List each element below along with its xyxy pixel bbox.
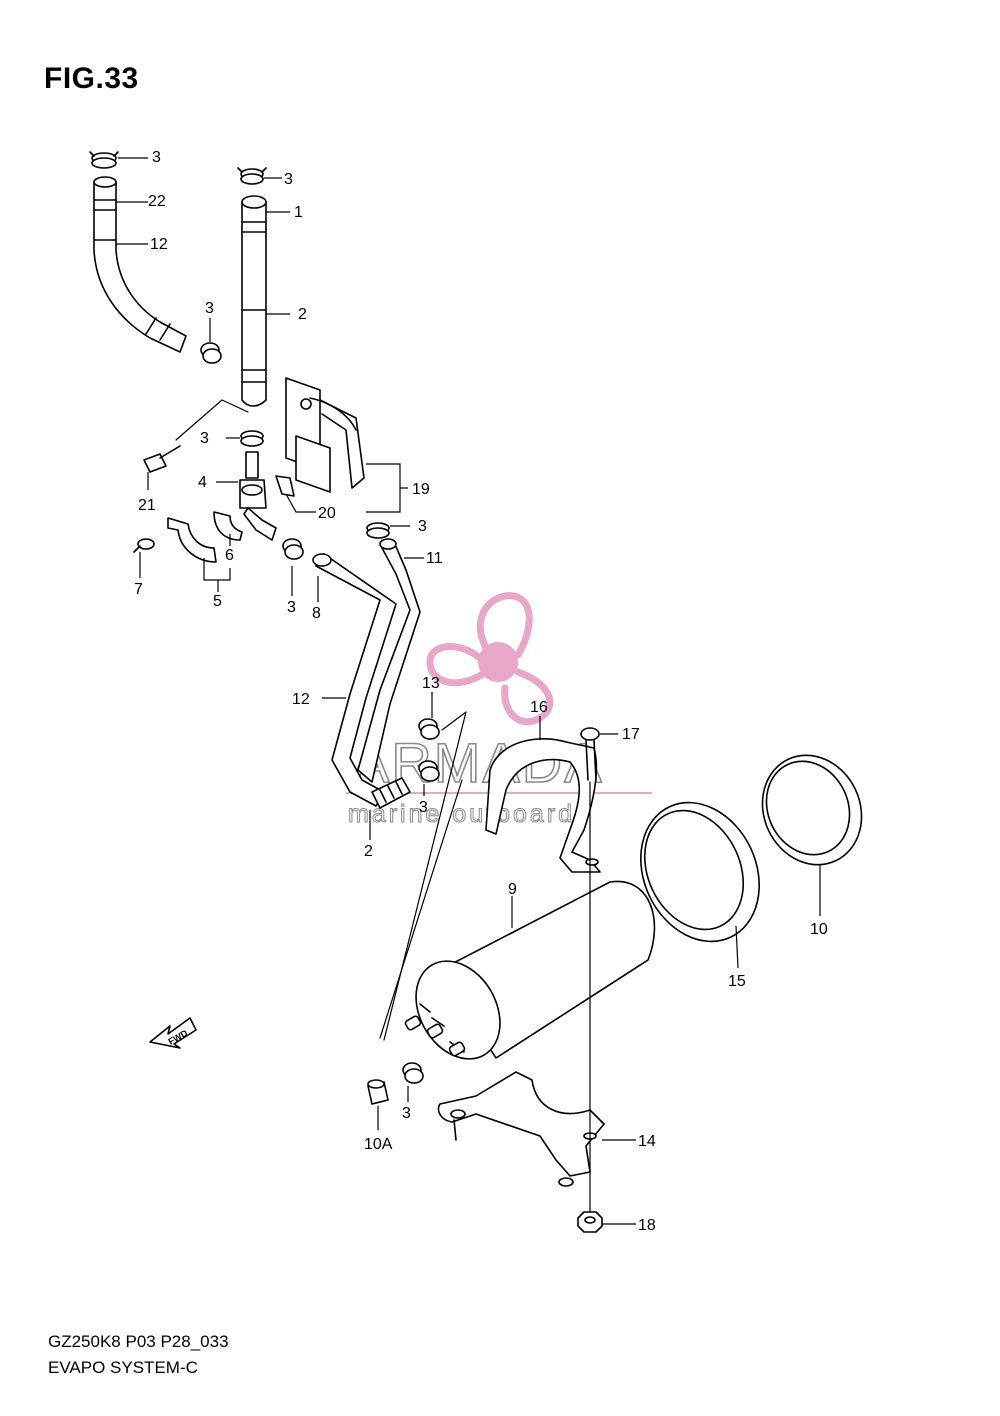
callout-label: 15	[728, 973, 746, 990]
callout-label: 1	[294, 204, 303, 221]
callout-label: 3	[418, 518, 427, 535]
callout-label: 10A	[364, 1136, 393, 1153]
callout-label: 18	[638, 1217, 656, 1234]
valve-icon	[239, 451, 277, 541]
callout-label: 3	[152, 149, 161, 166]
hose-clamp-icon	[282, 538, 304, 560]
callout-label: 5	[213, 593, 222, 610]
callout-label: 9	[508, 881, 517, 898]
figure-title: FIG.33	[44, 62, 139, 95]
callout-label: 4	[198, 474, 207, 491]
callout-label: 3	[287, 599, 296, 616]
callout-label: 8	[312, 605, 321, 622]
callout-label: 10	[810, 921, 828, 938]
callout-label: 16	[530, 699, 548, 716]
callout-label: 14	[638, 1133, 656, 1150]
band-bracket-icon	[485, 738, 601, 873]
callout-label: 12	[292, 691, 310, 708]
plug-icon	[367, 1079, 389, 1105]
bracket-assembly-icon	[275, 377, 365, 497]
callout-label: 3	[284, 171, 293, 188]
fwd-arrow-icon	[149, 1017, 197, 1049]
callout-label: 21	[138, 497, 156, 514]
hose-clamp-icon	[237, 167, 267, 185]
nut-icon	[577, 1211, 603, 1233]
bent-hose-icon	[93, 176, 187, 353]
callout-label: 17	[622, 726, 640, 743]
screw-icon	[580, 727, 600, 781]
bolt-icon	[143, 445, 181, 473]
hose-clamp-icon	[200, 342, 222, 364]
canister-icon	[404, 880, 656, 1060]
hose-clamp-icon	[418, 718, 440, 740]
callout-label: 11	[426, 550, 443, 567]
callout-label: 22	[148, 193, 166, 210]
callout-label: 13	[422, 675, 440, 692]
straight-hose-icon	[241, 195, 267, 407]
hose-clamp-icon	[89, 151, 119, 169]
figure-code: GZ250K8 P03 P28_033	[48, 1332, 229, 1351]
lower-bracket-icon	[437, 1071, 605, 1187]
end-cap-icon	[761, 754, 863, 866]
callout-label: 3	[205, 300, 214, 317]
callout-label: 12	[150, 236, 168, 253]
hose-clamp-icon	[366, 522, 390, 539]
hose-clamp-icon	[402, 1062, 424, 1084]
hose-clamp-icon	[418, 760, 440, 782]
callout-label: 3	[419, 799, 428, 816]
short-hose-icon	[371, 777, 411, 809]
callout-label: 2	[298, 306, 307, 323]
callout-label: 20	[318, 505, 336, 522]
leader-lines	[116, 157, 821, 1225]
callout-label: 2	[364, 843, 373, 860]
callout-label: 6	[225, 547, 234, 564]
callout-label: 3	[200, 430, 209, 447]
hose-clamp-icon	[240, 430, 264, 447]
bracket-clip-icon	[167, 511, 243, 563]
figure-name: EVAPO SYSTEM-C	[48, 1358, 198, 1377]
callout-label: 19	[412, 481, 430, 498]
callout-label: 3	[402, 1105, 411, 1122]
callout-labels: 3 3 22 1 12 2 3 3 4 19 21 20 3 6 11 7 5 …	[134, 149, 828, 1234]
ring-cover-icon	[640, 801, 760, 943]
screw-icon	[133, 538, 155, 553]
callout-label: 7	[134, 581, 143, 598]
